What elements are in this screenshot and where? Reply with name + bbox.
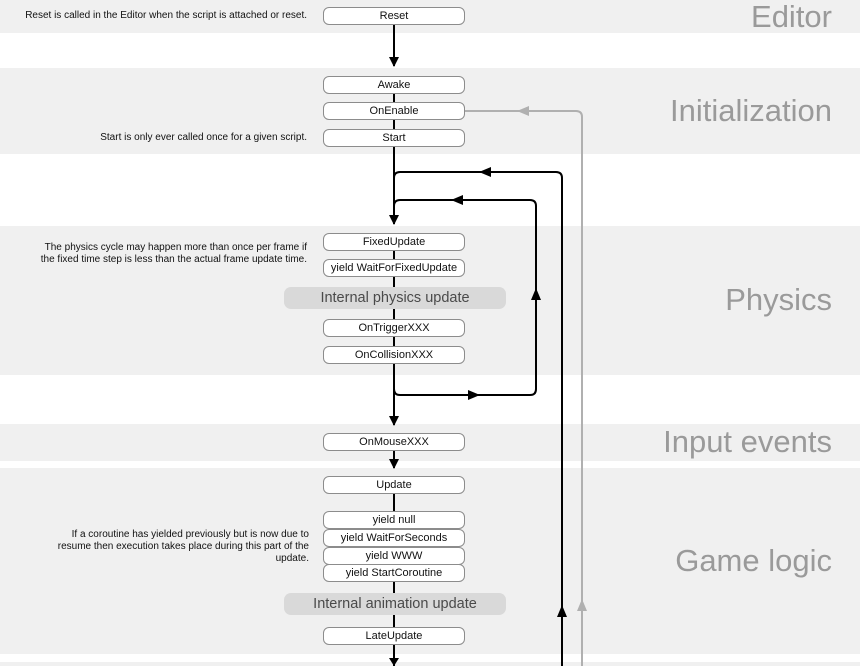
note-physics: The physics cycle may happen more than o… [0, 242, 307, 266]
note-start: Start is only ever called once for a giv… [100, 132, 307, 143]
note-physics-line-2: the fixed time step is less than the act… [40, 254, 307, 265]
note-coroutine: If a coroutine has yielded previously bu… [0, 529, 309, 565]
frame-loop-arrow-up [557, 605, 567, 617]
node-awake: Awake [323, 76, 465, 94]
node-yield-null: yield null [323, 511, 465, 529]
physics-loop [393, 199, 537, 396]
internal-animation-update: Internal animation update [284, 593, 506, 615]
next-section-band [0, 662, 860, 666]
section-label-game-logic: Game logic [675, 543, 832, 578]
node-oncollisionxxx: OnCollisionXXX [323, 346, 465, 364]
node-fixedupdate: FixedUpdate [323, 233, 465, 251]
enable-loop [465, 110, 583, 666]
internal-physics-update: Internal physics update [284, 287, 506, 309]
note-reset: Reset is called in the Editor when the s… [25, 10, 307, 21]
node-lateupdate: LateUpdate [323, 627, 465, 645]
frame-loop [393, 171, 563, 666]
physics-loop-arrow-right [468, 390, 480, 400]
node-onenable: OnEnable [323, 102, 465, 120]
note-physics-line-1: The physics cycle may happen more than o… [44, 242, 307, 253]
node-reset: Reset [323, 7, 465, 25]
arrowhead-next [389, 658, 399, 666]
section-label-input-events: Input events [663, 424, 832, 459]
node-yield-startcoroutine: yield StartCoroutine [323, 564, 465, 582]
node-yield-waitforseconds: yield WaitForSeconds [323, 529, 465, 547]
note-coroutine-line-2: resume then execution takes place during… [57, 541, 309, 552]
enable-loop-arrow-up [577, 599, 587, 611]
section-label-physics: Physics [725, 282, 832, 317]
physics-loop-arrow-up [531, 288, 541, 300]
node-update: Update [323, 476, 465, 494]
node-yield-www: yield WWW [323, 547, 465, 565]
frame-loop-arrow-left [479, 167, 491, 177]
enable-loop-arrow-left [517, 106, 529, 116]
node-ontriggerxxx: OnTriggerXXX [323, 319, 465, 337]
section-label-initialization: Initialization [670, 93, 832, 128]
node-onmousexxx: OnMouseXXX [323, 433, 465, 451]
note-coroutine-line-1: If a coroutine has yielded previously bu… [71, 529, 309, 540]
node-yield-waitforfixedupdate: yield WaitForFixedUpdate [323, 259, 465, 277]
note-coroutine-line-3: update. [275, 553, 309, 564]
section-label-editor: Editor [751, 0, 832, 34]
node-start: Start [323, 129, 465, 147]
physics-loop-arrow-left [451, 195, 463, 205]
